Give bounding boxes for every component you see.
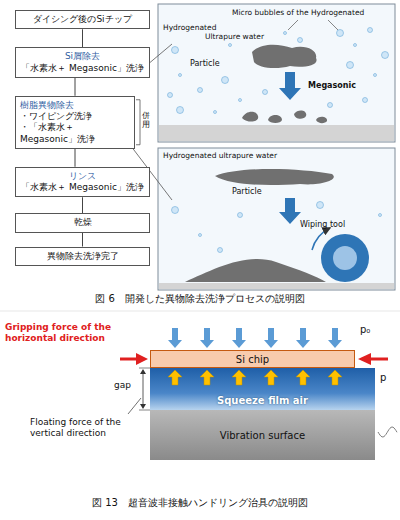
flow-connector: [75, 149, 76, 167]
step-text: Squeeze film air: [217, 395, 308, 406]
callout-label: Hydrogenated: [163, 23, 216, 32]
step-text: 乾燥: [20, 217, 145, 228]
step-text: ダイシング後のSiチップ: [20, 14, 145, 25]
part-label: Wiping tool: [300, 220, 345, 230]
force-label: Floating force of the vertical direction: [30, 417, 138, 439]
flow-connector: [82, 233, 83, 247]
panel: [158, 148, 395, 290]
pressure-arrows: [168, 370, 342, 385]
step-text: 異物除去洗浄完了: [20, 251, 145, 262]
callout-label: Hydrogenated ultrapure water: [163, 151, 277, 160]
particle: [215, 169, 334, 185]
substrate: [159, 283, 394, 289]
step-heading: Si屑除去: [20, 51, 145, 62]
dimension-label: gap: [114, 380, 131, 391]
step-heading: 樹脂異物除去: [20, 100, 130, 111]
si-chip: Si chip: [150, 350, 355, 368]
squeeze-film-band: Squeeze film air: [150, 368, 375, 410]
step-text: ・ワイピング洗浄: [20, 111, 130, 122]
process-group: 樹脂異物除去・ワイピング洗浄・「水素水＋ Megasonic」洗浄: [15, 96, 135, 149]
particle: [252, 45, 317, 68]
pressure-arrows: [168, 328, 342, 348]
vibration-surface: Vibration surface: [150, 410, 375, 460]
step-text: 「水素水＋ Megasonic」洗浄: [20, 182, 145, 193]
step-text: ・「水素水＋ Megasonic」洗浄: [20, 122, 130, 145]
process-box: リンス「水素水＋ Megasonic」洗浄: [15, 167, 150, 198]
step-heading: リンス: [20, 171, 145, 182]
flow-connector: [82, 197, 83, 213]
down-arrow: [279, 72, 301, 100]
callout-label: Micro bubbles of the Hydrogenated: [232, 8, 364, 17]
down-arrow: [279, 198, 301, 224]
figure-caption: 図 13 超音波非接触ハンドリング治具の説明図: [0, 497, 400, 509]
callout-label: Ultrapure water: [205, 32, 264, 41]
squeeze-film: [150, 368, 375, 410]
note-label: 併用: [142, 112, 150, 130]
pressure-label: p: [380, 372, 386, 384]
process-box: ダイシング後のSiチップ: [15, 10, 150, 29]
bubbles: [168, 28, 389, 253]
fragments: [242, 110, 327, 123]
leader-line: [150, 44, 172, 63]
process-box: 異物除去洗浄完了: [15, 247, 150, 266]
process-box: 乾燥: [15, 213, 150, 232]
pressure-label: p₀: [360, 324, 370, 336]
grip-arrow: [136, 353, 148, 365]
flow-connector: [82, 29, 83, 47]
step-text: Si chip: [236, 354, 269, 365]
process-box: Si屑除去「水素水＋ Megasonic」洗浄: [15, 47, 150, 78]
smeared-particle: [185, 259, 326, 282]
flow-connector: [75, 78, 76, 96]
step-text: Vibration surface: [220, 430, 305, 441]
figure-caption: 図 6 開発した異物除去洗浄プロセスの説明図: [0, 293, 400, 305]
part-label: Particle: [190, 59, 220, 69]
bracket: [136, 100, 140, 145]
panel: [158, 4, 395, 142]
callout-label: Megasonic: [308, 81, 356, 91]
step-text: 「水素水＋ Megasonic」洗浄: [20, 63, 145, 74]
part-label: Particle: [232, 187, 262, 197]
force-label: Gripping force of the horizontal directi…: [5, 322, 117, 344]
substrate: [159, 125, 394, 141]
wiping-tool: [321, 234, 369, 282]
grip-arrow: [358, 353, 371, 365]
vibration-wave: [378, 427, 397, 437]
